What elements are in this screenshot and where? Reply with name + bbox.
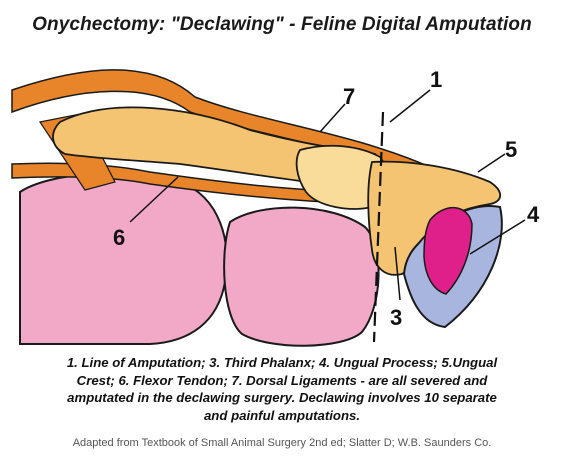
legend-line-2: Crest; 6. Flexor Tendon; 7. Dorsal Ligam… [4, 372, 560, 390]
pointer-1 [390, 90, 430, 122]
label-1: 1 [430, 67, 442, 92]
legend-line-4: and painful amputations. [4, 407, 560, 425]
label-5: 5 [505, 137, 517, 162]
paw-anatomy-diagram: 1 7 5 4 6 3 [0, 42, 564, 350]
toe-pad-small [224, 208, 378, 346]
legend-line-3: amputated in the declawing surgery. Decl… [4, 389, 560, 407]
source-credit: Adapted from Textbook of Small Animal Su… [0, 437, 564, 449]
label-7: 7 [343, 84, 355, 109]
legend-line-1: 1. Line of Amputation; 3. Third Phalanx;… [4, 354, 560, 372]
toe-pad-large [20, 173, 227, 344]
label-6: 6 [113, 225, 125, 250]
legend: 1. Line of Amputation; 3. Third Phalanx;… [4, 354, 560, 424]
pointer-7 [320, 104, 345, 132]
label-4: 4 [527, 202, 540, 227]
diagram-title: Onychectomy: "Declawing" - Feline Digita… [0, 14, 564, 36]
label-3: 3 [390, 305, 402, 330]
pointer-5 [478, 154, 505, 172]
